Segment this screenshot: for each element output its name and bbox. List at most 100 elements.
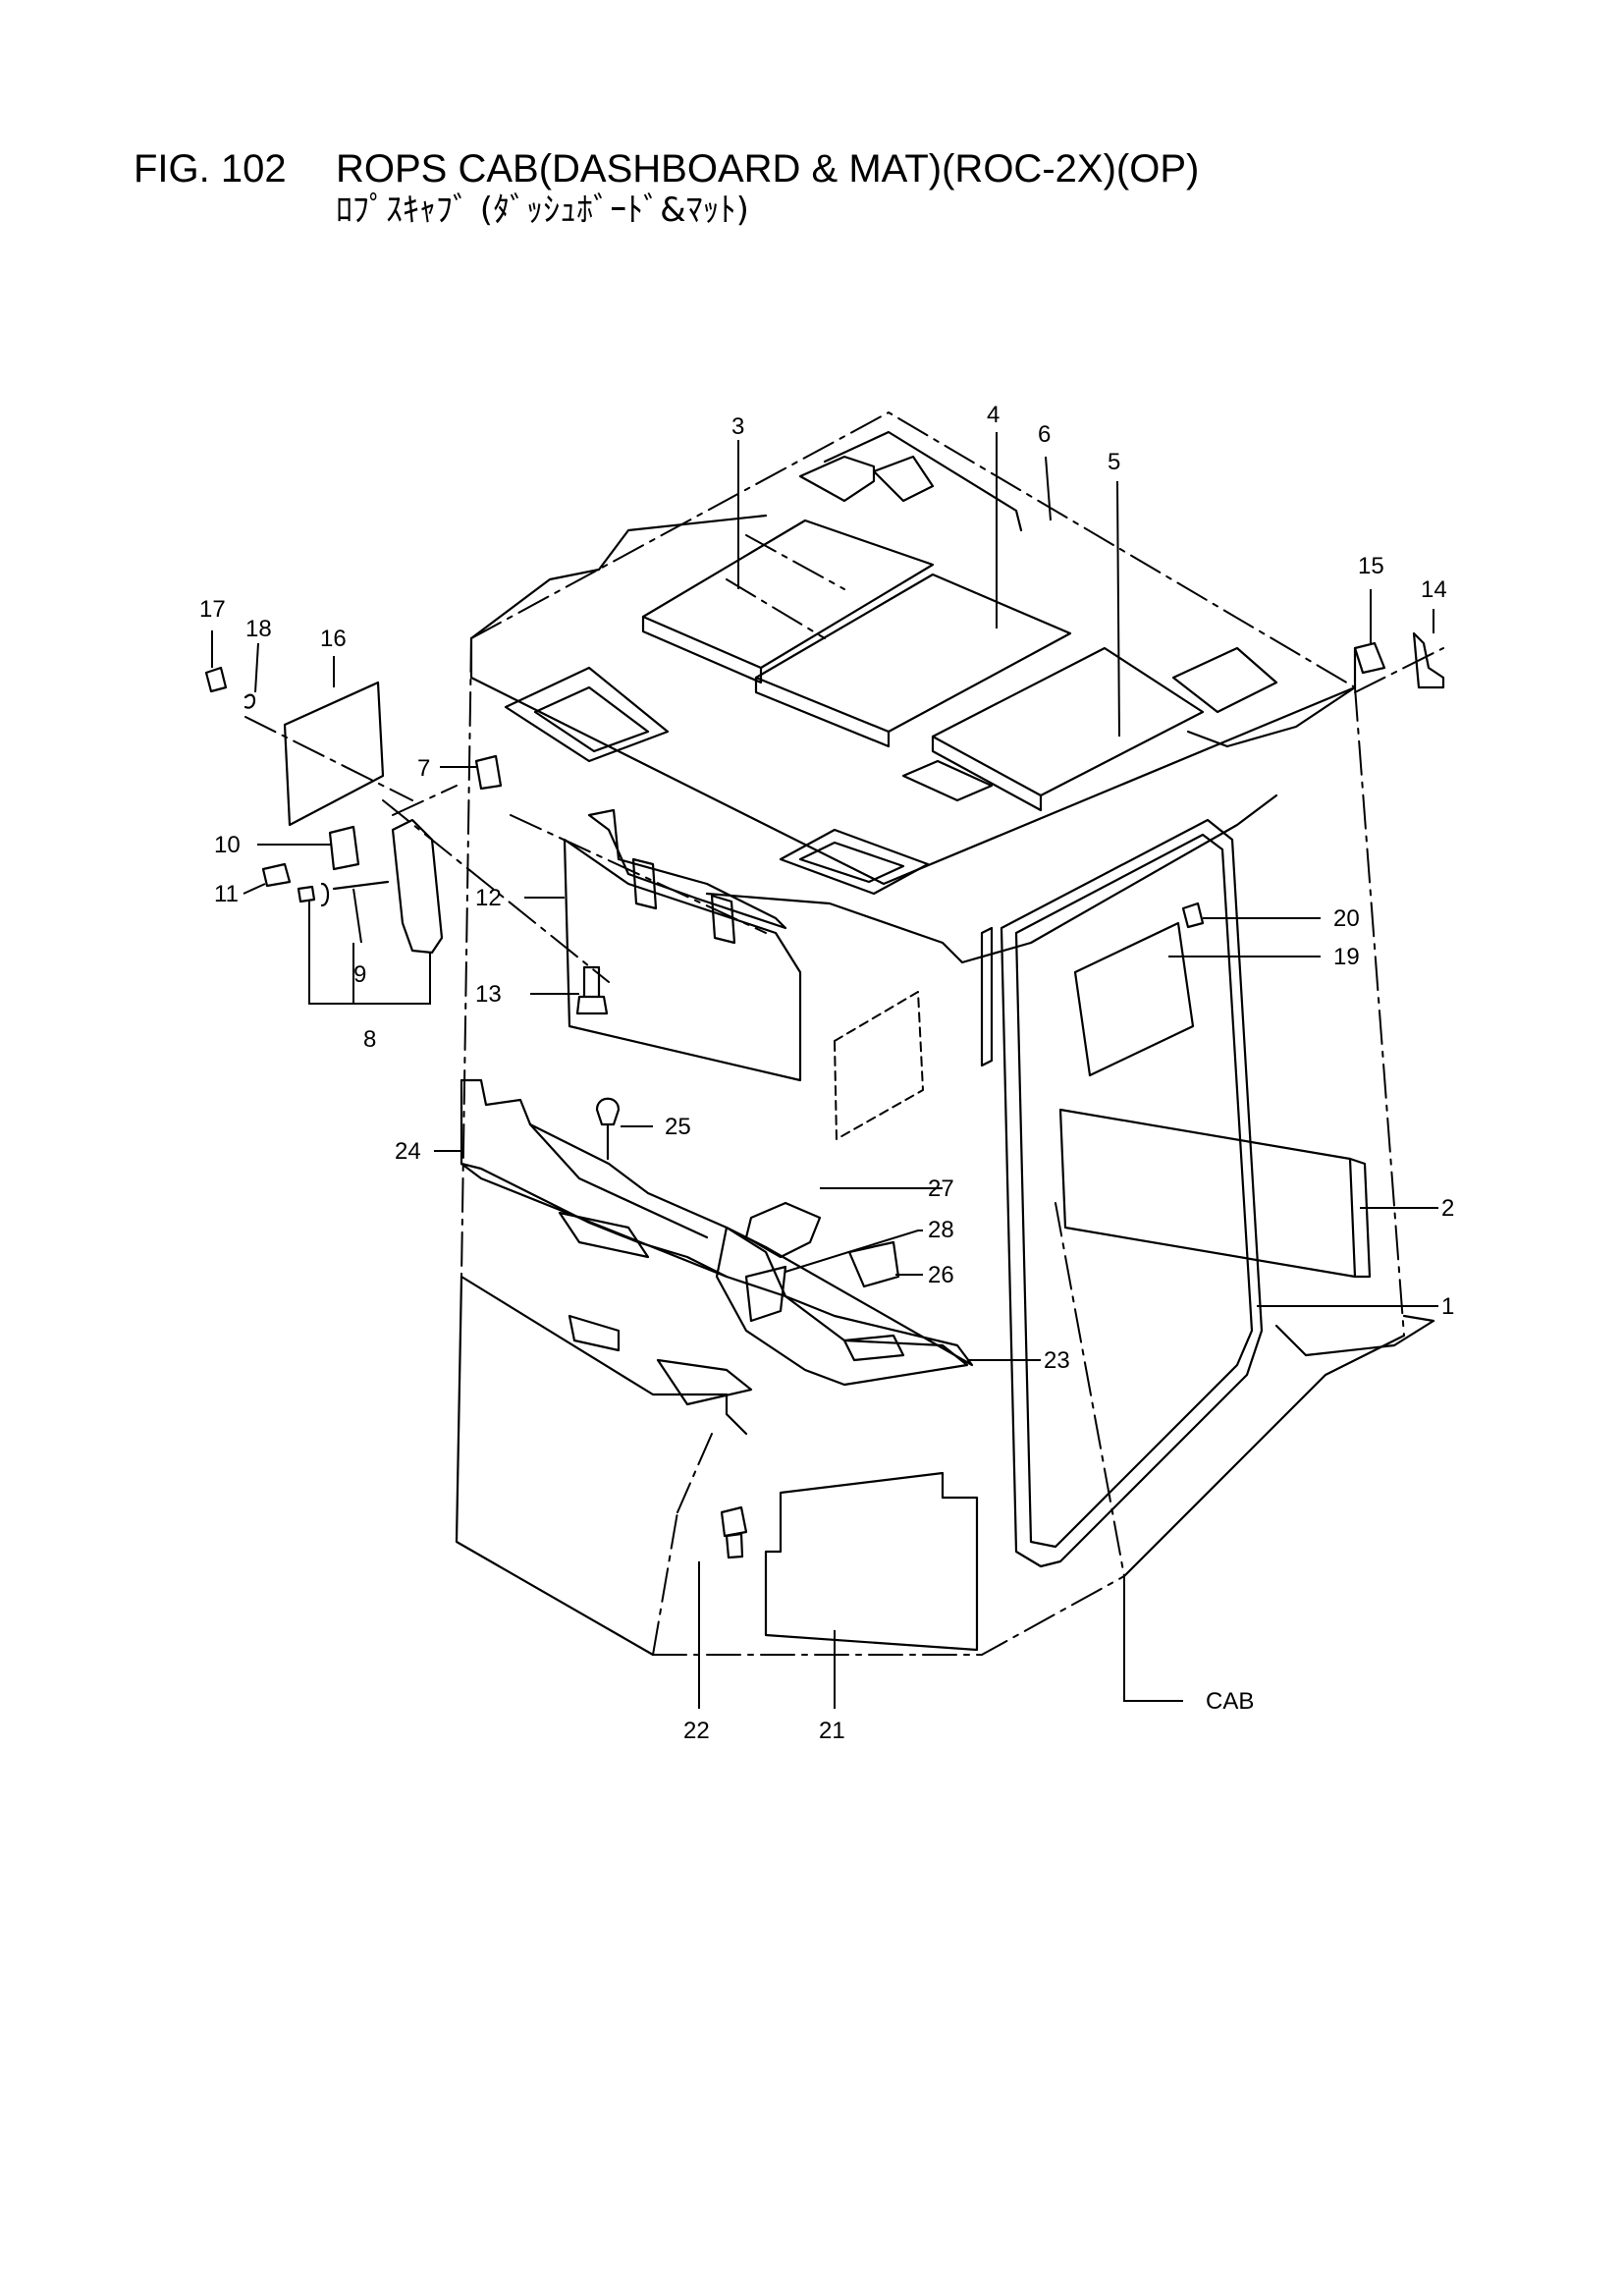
- callout-24: 24: [395, 1138, 421, 1165]
- leader-5: [1116, 480, 1120, 738]
- leader-8: [308, 902, 431, 1005]
- screw-25: [595, 1097, 621, 1161]
- roof-panel-4: [754, 573, 1072, 734]
- leader-cab: [1123, 1576, 1183, 1702]
- cab-roof: [469, 430, 1357, 964]
- door-seal-1-inner: [1014, 833, 1254, 1549]
- console-23-slot: [842, 1334, 905, 1362]
- callout-13: 13: [475, 981, 502, 1008]
- figure-title-line: FIG. 102 ROPS CAB(DASHBOARD & MAT)(ROC-2X…: [134, 147, 1199, 191]
- panel-21: [764, 1471, 979, 1652]
- callout-15: 15: [1358, 553, 1384, 579]
- roof-vent-left: [504, 666, 670, 763]
- callout-7: 7: [417, 755, 430, 782]
- mirror-bolt-11: [261, 862, 292, 888]
- roof-panel-4-edge: [754, 676, 891, 748]
- callout-23: 23: [1044, 1347, 1070, 1374]
- mirror-nut: [297, 885, 316, 903]
- callout-12: 12: [475, 885, 502, 911]
- door-post: [980, 926, 994, 1067]
- cab-phantom-outline: [244, 411, 1444, 1656]
- dashboard-switch-cluster: [558, 1211, 650, 1259]
- mirror-washer: [320, 882, 330, 907]
- floor-plate-small: [656, 1358, 753, 1406]
- roof-panel-5: [931, 646, 1205, 797]
- switch-27: [744, 1201, 822, 1259]
- plate-bolt-17: [204, 666, 228, 693]
- callout-8: 8: [363, 1026, 376, 1053]
- cab-lower-curve: [1122, 1334, 1406, 1578]
- door-seal-1: [1000, 818, 1264, 1568]
- dashboard-24-ridge: [528, 1122, 709, 1239]
- visor-hinge-1: [631, 857, 658, 910]
- floor-bracket: [568, 1314, 621, 1352]
- leader-9: [352, 888, 362, 944]
- callout-1: 1: [1441, 1293, 1454, 1320]
- cover-28: [744, 1265, 787, 1323]
- figure-title: ROPS CAB(DASHBOARD & MAT)(ROC-2X)(OP): [336, 147, 1200, 191]
- callout-25: 25: [665, 1114, 691, 1140]
- callout-labels: 3 4 6 5 15 14 17 18 16 7 10 11 12 9 8 13…: [199, 402, 1454, 1744]
- title-block: FIG. 102 ROPS CAB(DASHBOARD & MAT)(ROC-2X…: [134, 147, 1199, 230]
- mat-2-edge: [1348, 1157, 1372, 1279]
- callout-2: 2: [1441, 1195, 1454, 1222]
- bracket-14: [1412, 631, 1445, 689]
- callout-3: 3: [731, 413, 744, 440]
- callout-17: 17: [199, 596, 226, 623]
- callout-20: 20: [1333, 905, 1360, 932]
- callout-10: 10: [214, 832, 241, 858]
- sun-visor: [563, 838, 802, 1082]
- side-plate-16: [283, 681, 385, 827]
- dashboard-24-lip: [460, 1162, 729, 1279]
- mirror-body: [391, 818, 444, 955]
- hidden-panel-outline: [834, 991, 924, 1140]
- callout-14: 14: [1421, 576, 1447, 603]
- cab-lower-outline: [1274, 1314, 1435, 1357]
- roof-panel-3: [641, 519, 935, 670]
- callout-6: 6: [1038, 421, 1051, 448]
- callout-9: 9: [353, 961, 366, 988]
- roof-vent-right: [779, 828, 930, 896]
- callout-27: 27: [928, 1175, 954, 1202]
- roof-panel-3-edge: [641, 615, 763, 684]
- callout-5: 5: [1108, 449, 1120, 475]
- leader-11: [243, 883, 266, 895]
- panel-19: [1073, 921, 1195, 1077]
- screw-22: [720, 1505, 748, 1559]
- callout-19: 19: [1333, 944, 1360, 970]
- roof-slot: [901, 759, 994, 802]
- roof-panel-5-edge: [931, 735, 1043, 812]
- dashboard-24: [460, 1078, 974, 1367]
- leader-6: [1045, 456, 1052, 521]
- leader-28: [784, 1230, 923, 1273]
- roof-corner-plate-left: [798, 455, 935, 503]
- callout-18: 18: [245, 616, 272, 642]
- figure-number: FIG. 102: [134, 147, 287, 191]
- callout-4: 4: [987, 402, 1000, 428]
- callout-26: 26: [928, 1262, 954, 1288]
- callout-16: 16: [320, 626, 347, 652]
- plate-washer-18: [243, 693, 256, 709]
- floor-panel-left-edge: [455, 1275, 655, 1657]
- bolt-15: [1353, 641, 1386, 675]
- visor-hinge-2: [710, 894, 736, 945]
- visor-screw-13: [575, 965, 609, 1015]
- figure-subtitle-jp: ﾛﾌﾟｽｷｬﾌﾞ (ﾀﾞｯｼｭﾎﾞｰﾄﾞ&ﾏｯﾄ): [336, 191, 749, 230]
- stud-7: [474, 754, 503, 791]
- holder-26: [847, 1240, 900, 1288]
- leader-lines: [211, 432, 1438, 1709]
- callout-cab: CAB: [1206, 1688, 1254, 1715]
- leader-18: [254, 642, 259, 693]
- mirror-bracket-10: [328, 825, 360, 871]
- mat-2: [1058, 1108, 1357, 1279]
- callout-11: 11: [214, 881, 239, 907]
- callout-22: 22: [683, 1718, 710, 1744]
- callout-21: 21: [819, 1718, 845, 1744]
- bolt-20: [1181, 902, 1205, 929]
- mirror-stem: [332, 880, 390, 891]
- console-23: [715, 1226, 969, 1387]
- callout-28: 28: [928, 1217, 954, 1243]
- floor-panel: [460, 1275, 748, 1436]
- roof-corner-plate-right: [1171, 646, 1278, 714]
